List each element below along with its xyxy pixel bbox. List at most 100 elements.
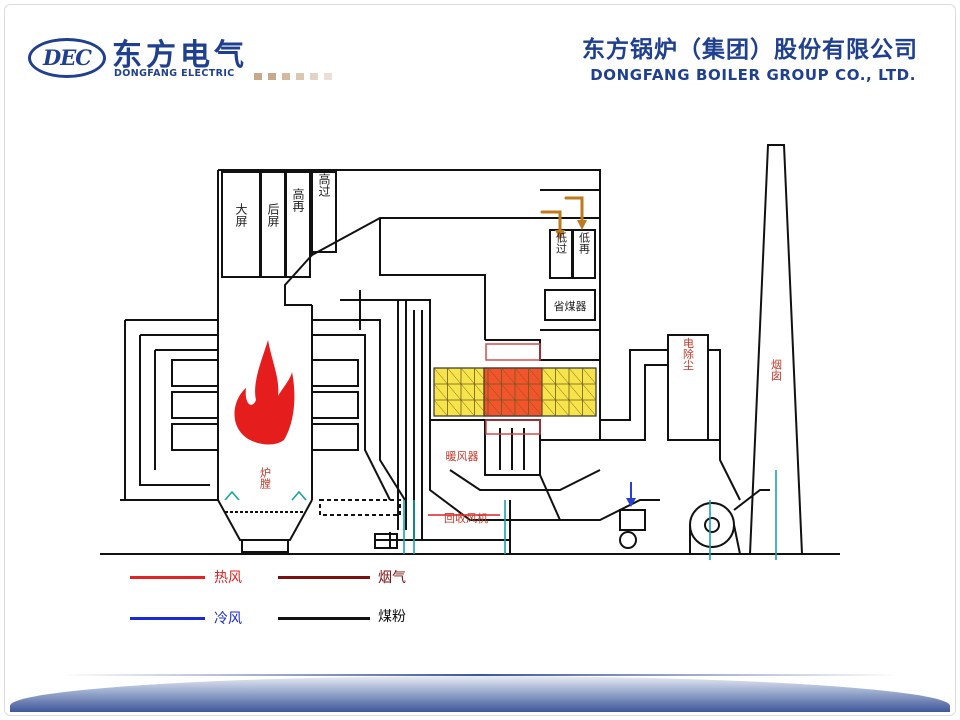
scr-grid-diag — [474, 399, 489, 417]
fd-fan — [619, 531, 637, 549]
id-fan-stand — [689, 524, 741, 555]
burner-left-2 — [171, 391, 219, 419]
cold-air-arrow-head — [626, 498, 636, 507]
flow-arrow-1 — [540, 210, 562, 234]
scr-grid-diag — [474, 367, 489, 385]
slide-frame — [4, 4, 956, 716]
company-name-cn: 东方锅炉（集团）股份有限公司 — [582, 37, 918, 63]
label-low-temp-reheater: 低再 — [578, 232, 591, 255]
vertical-pipes — [397, 300, 423, 540]
scr-grid-diag — [460, 367, 475, 385]
id-fan — [689, 502, 735, 548]
burner-right-3 — [311, 423, 359, 451]
scr-grid-diag — [582, 383, 597, 401]
scr-grid-diag — [528, 399, 543, 417]
scr-grid-diag — [541, 367, 556, 385]
scr-grid-diag — [487, 383, 502, 401]
slag-outlet — [241, 539, 289, 553]
label-chimney: 烟囱 — [770, 358, 783, 381]
label-economizer: 省煤器 — [554, 300, 587, 313]
scr-grid-diag — [474, 383, 489, 401]
scr-grid-diag — [501, 367, 516, 385]
duct-link — [539, 474, 561, 521]
recirculation-line — [410, 500, 511, 554]
scr-grid-diag — [447, 399, 462, 417]
id-fan-hub — [704, 517, 720, 533]
scr-grid-diag — [433, 383, 448, 401]
esp-box — [667, 334, 709, 441]
duct-to-esp — [600, 349, 668, 441]
left-duct-inner-2 — [154, 349, 218, 470]
scr-grid-diag — [568, 399, 583, 417]
scr-grid-diag — [447, 367, 462, 385]
flow-arrowheads — [555, 220, 587, 240]
scr-inlet-frame — [485, 343, 541, 361]
header: DEC 东方电气 DONGFANG ELECTRIC 东方锅炉（集团）股份有限公… — [0, 0, 960, 110]
recirculation-fan-body — [374, 533, 398, 549]
scr-grid-diag — [433, 367, 448, 385]
burner-right-2 — [311, 391, 359, 419]
scr-grid-diag — [568, 383, 583, 401]
arrowhead-1 — [555, 230, 565, 240]
platen-panel-4 — [311, 171, 337, 253]
cold-air-arrow-icon — [626, 482, 636, 507]
ltrh-box — [572, 229, 596, 279]
footer-rule — [60, 674, 900, 676]
company-name-en: DONGFANG BOILER GROUP CO., LTD. — [590, 66, 916, 84]
esp-outlet-duct — [708, 349, 741, 501]
label-air-preheater: 暖风器 — [446, 450, 479, 463]
scr-catalyst-lines — [433, 367, 597, 417]
burner-left-3 — [171, 423, 219, 451]
scr-outlet-frame — [485, 419, 541, 435]
label-low-temp-superheater: 低过 — [555, 232, 568, 254]
scr-catalyst-grid — [433, 343, 597, 435]
scr-grid-diag — [487, 367, 502, 385]
furnace-flame-icon — [234, 340, 295, 445]
scr-grid-diag — [433, 399, 448, 417]
scr-catalyst-hot-zone — [483, 367, 543, 417]
right-duct — [312, 319, 406, 501]
dot — [254, 73, 262, 80]
label-furnace: 炉膛 — [259, 467, 272, 489]
scr-grid-diag — [555, 367, 570, 385]
label-high-temp-reheater: 高再 — [291, 187, 305, 213]
platen-panel-3 — [285, 171, 311, 278]
dec-logo: DEC — [28, 38, 106, 78]
scr-grid-diag — [582, 367, 597, 385]
burner-left-1 — [171, 359, 219, 387]
duct-to-chimney — [733, 489, 770, 511]
scr-grid-diag — [568, 367, 583, 385]
furnace-hopper — [217, 499, 313, 541]
scr-grid-diag — [514, 399, 529, 417]
rear-pass — [540, 189, 601, 331]
flue-duct-lower — [429, 420, 660, 521]
scr-grid-diag — [514, 383, 529, 401]
scr-grid-diag — [514, 367, 529, 385]
scr-grid-diag — [528, 383, 543, 401]
brand-name-en: DONGFANG ELECTRIC — [114, 68, 235, 79]
scr-grid-diag — [541, 399, 556, 417]
label-recirculation-fan: 回收风机 — [444, 511, 488, 525]
scr-grid-diag — [447, 383, 462, 401]
label-esp: 电除尘 — [682, 337, 695, 370]
scr-grid-diag — [501, 383, 516, 401]
scr-grid-diag — [555, 399, 570, 417]
fan-inlet-box — [619, 509, 646, 531]
label-rear-platen: 后屏 — [266, 203, 280, 228]
scr-grid-diag — [460, 383, 475, 401]
label-high-temp-superheater: 高过 — [317, 172, 331, 197]
flow-arrow-2 — [564, 196, 584, 224]
scr-grid-diag — [528, 367, 543, 385]
right-mill-base — [319, 499, 401, 516]
scr-grid-diag — [582, 399, 597, 417]
scr-grid-diag — [555, 383, 570, 401]
flow-arrows — [540, 196, 584, 234]
decorative-dots — [254, 73, 332, 80]
convection-pass — [340, 218, 486, 340]
dot — [282, 73, 290, 80]
burner-right-1 — [311, 359, 359, 387]
scr-grid-diag — [501, 399, 516, 417]
chimney-outline — [748, 144, 804, 555]
left-duct-inner — [139, 334, 218, 486]
